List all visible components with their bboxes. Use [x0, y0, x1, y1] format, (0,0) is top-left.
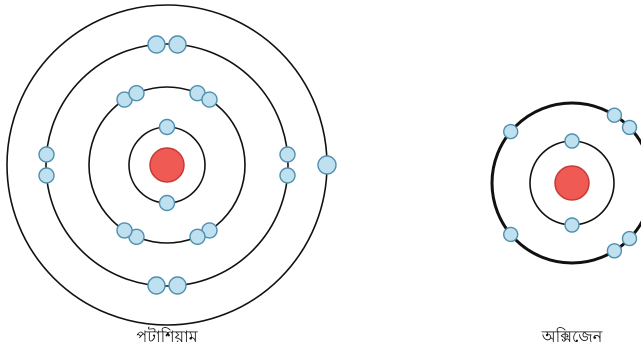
potassium-electron-shell2-2	[129, 86, 144, 101]
potassium-electron-shell3-4	[148, 277, 165, 294]
oxygen-electron-shell1-2	[565, 218, 579, 232]
potassium-electron-shell2-4	[202, 92, 217, 107]
potassium-nucleus	[150, 148, 184, 182]
oxygen-electron-shell2-5	[623, 232, 637, 246]
oxygen-electron-shell2-6	[607, 244, 621, 258]
potassium-electron-shell2-8	[117, 223, 132, 238]
potassium-electron-shell3-6	[39, 147, 54, 162]
oxygen-electron-shell2-1	[504, 125, 518, 139]
potassium-electron-shell2-6	[190, 229, 205, 244]
oxygen-nucleus	[555, 166, 589, 200]
oxygen-electron-shell1-1	[565, 134, 579, 148]
potassium-electron-shell3-7	[280, 147, 295, 162]
oxygen-label: অক্সিজেন	[542, 324, 602, 351]
potassium-electron-shell4-1	[318, 156, 336, 174]
potassium-electron-shell3-3	[169, 277, 186, 294]
potassium-electron-shell3-8	[280, 168, 295, 183]
oxygen-electron-shell2-2	[504, 227, 518, 241]
potassium-electron-shell1-2	[160, 196, 175, 211]
potassium-electron-shell1-1	[160, 120, 175, 135]
oxygen-electron-shell2-4	[623, 120, 637, 134]
potassium-electron-shell3-1	[148, 36, 165, 53]
potassium-label: পটাশিয়াম	[136, 324, 197, 351]
oxygen-electron-shell2-3	[607, 108, 621, 122]
potassium-electron-shell3-2	[169, 36, 186, 53]
potassium-electron-shell3-5	[39, 168, 54, 183]
